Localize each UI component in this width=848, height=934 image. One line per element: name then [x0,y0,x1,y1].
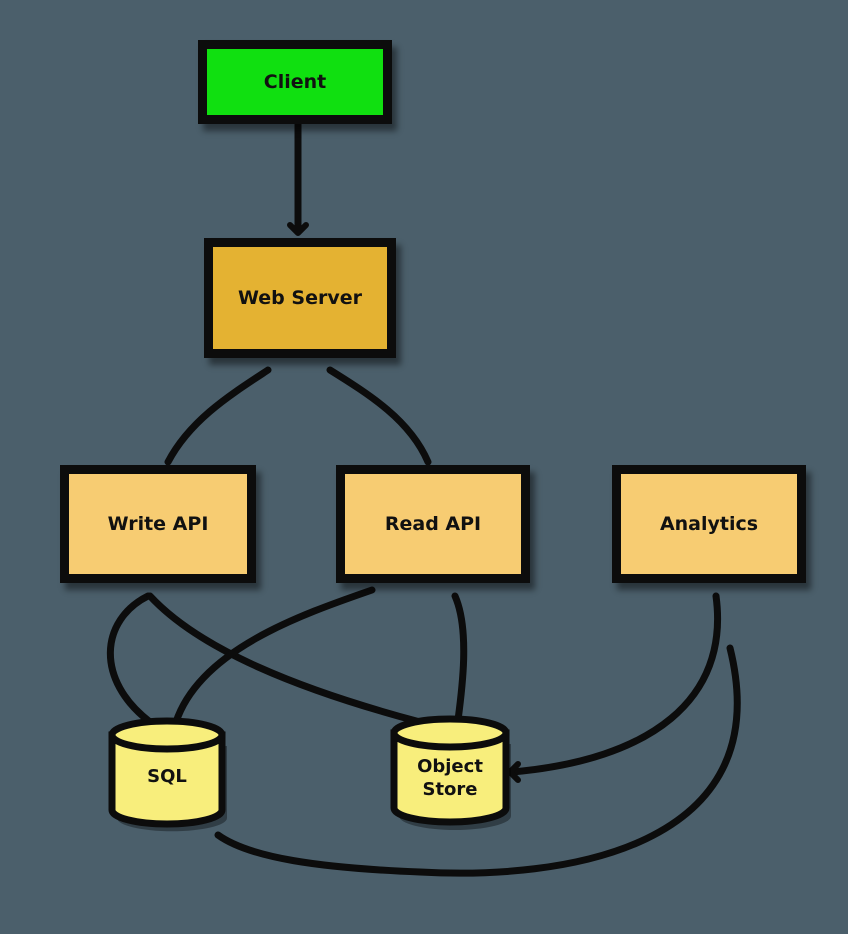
client-node: Client [198,40,392,124]
edge-webserver-readapi [326,366,432,466]
web-server-label: Web Server [238,286,362,309]
arrowhead-objectstore [507,761,521,783]
read-api-label: Read API [384,512,482,535]
web-server-node: Web Server [204,238,396,358]
object-store-label: Object Store [417,756,483,800]
edge-writeapi-objectstore [146,592,424,726]
edge-readapi-objectstore [451,592,468,724]
write-api-label: Write API [107,512,209,535]
edge-readapi-sql [172,586,376,726]
analytics-label: Analytics [659,512,759,535]
edge-analytics-sql [214,644,741,877]
arrowhead-webserver [287,222,309,236]
edge-analytics-objectstore [508,592,721,776]
object-store-database-icon [390,715,511,830]
edge-writeapi-sql [106,592,154,726]
edge-webserver-writeapi [164,366,272,466]
sql-database-icon [108,717,227,832]
read-api-node: Read API [336,465,530,583]
analytics-node: Analytics [612,465,806,583]
client-label: Client [263,70,327,93]
write-api-node: Write API [60,465,256,583]
sql-label: SQL [147,766,187,787]
